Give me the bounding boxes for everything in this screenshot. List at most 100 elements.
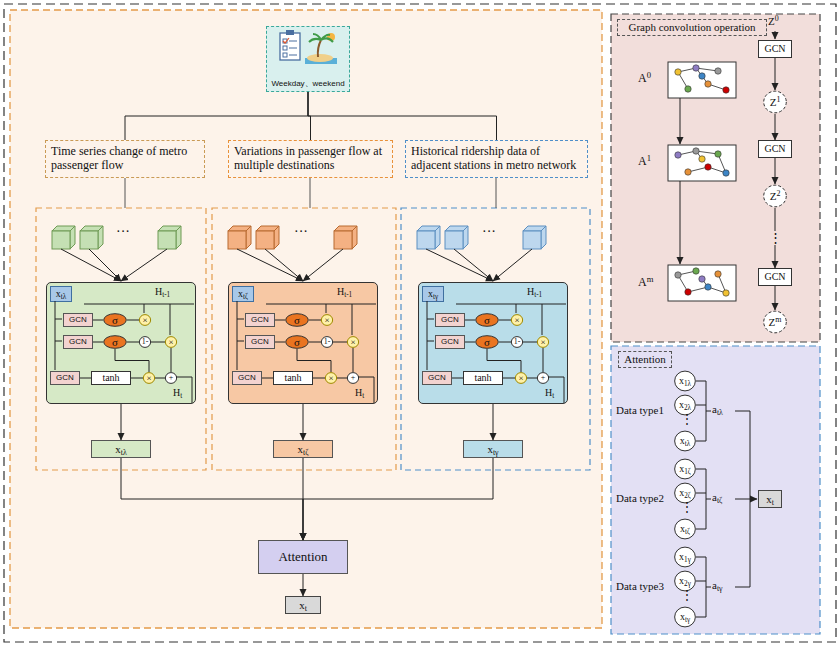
connector <box>115 349 149 372</box>
icon-box: Weekday、weekend <box>266 26 350 92</box>
gcn-box: GCN <box>63 313 93 327</box>
graph-vertex <box>715 151 721 157</box>
node-text: x1ζ <box>679 463 691 475</box>
multiply-circle: × <box>515 372 527 384</box>
outline-shape <box>321 315 332 326</box>
feature-circle: Z2 <box>763 184 787 208</box>
graph-vertex <box>715 68 721 74</box>
layout-stroke <box>427 301 428 370</box>
graph-vertex <box>693 148 699 154</box>
connector <box>775 58 776 90</box>
outline-shape <box>537 373 548 384</box>
layout-stroke <box>266 304 376 305</box>
outline-shape <box>347 337 358 348</box>
node-text: xtγ <box>487 443 498 456</box>
tanh-box: tanh <box>91 371 131 385</box>
layout-stroke <box>696 493 706 494</box>
graph-boxes <box>668 31 775 301</box>
node-text: GCN <box>441 337 459 346</box>
beach-icon <box>305 33 337 64</box>
node-text: x2λ <box>679 399 691 411</box>
outline-shape <box>104 336 127 349</box>
node-text: Attention <box>278 550 327 565</box>
diagram-label: ··· <box>116 224 130 240</box>
outline-shape <box>675 519 696 539</box>
connector <box>543 348 544 372</box>
diagram-label: Data type2 <box>616 492 664 505</box>
graph-vertex <box>699 276 705 282</box>
connector <box>775 114 776 140</box>
connector <box>487 349 521 372</box>
tanh-box: tanh <box>463 371 503 385</box>
node-text: × <box>540 337 545 347</box>
node-text: x1γ <box>679 551 691 563</box>
node-text: x2ζ <box>679 487 691 499</box>
data-cube <box>158 231 176 249</box>
result-box: xt <box>285 596 321 614</box>
node-text: σ <box>294 336 300 349</box>
node-text: Variations in passenger flow at multiple… <box>234 145 387 173</box>
data-cube <box>352 226 357 249</box>
data-cube <box>523 226 546 249</box>
node-text: Ht-1 <box>155 286 170 298</box>
column-box <box>212 208 396 470</box>
connector <box>527 378 537 379</box>
node-text: xtγ <box>428 288 438 300</box>
graph-vertex <box>685 86 691 92</box>
sigmoid-gate: σ <box>475 313 499 327</box>
diagram-label: ⋮ <box>681 501 693 515</box>
outline-shape <box>675 607 696 627</box>
node-text: × <box>328 373 333 383</box>
node-text: tanh <box>102 372 119 384</box>
tanh-box: tanh <box>273 371 313 385</box>
outline-shape <box>675 431 696 451</box>
outline-shape <box>286 314 309 327</box>
gcn-box: GCN <box>245 335 275 349</box>
node-text: GCN <box>441 315 459 324</box>
node-text: × <box>142 315 147 325</box>
gcn-box: GCN <box>435 313 465 327</box>
multiply-circle: × <box>325 372 337 384</box>
outline-shape <box>764 311 787 333</box>
header-box: Variations in passenger flow at multiple… <box>228 140 393 178</box>
outline-shape <box>321 337 332 348</box>
node-text: xtγ <box>680 611 690 623</box>
node-text: 1- <box>514 337 521 346</box>
header-box: Time series change of metro passenger fl… <box>45 140 205 178</box>
data-cube <box>52 226 75 249</box>
layout-stroke <box>84 304 194 305</box>
data-cube <box>80 226 103 249</box>
connector <box>499 342 511 343</box>
feature-circle: Z1 <box>763 90 787 114</box>
node-text: Z1 <box>770 96 781 109</box>
node-text: x2γ <box>679 575 691 587</box>
layout-stroke <box>61 249 121 281</box>
data-cube <box>228 226 251 249</box>
layout-stroke <box>735 411 750 412</box>
layout-stroke <box>237 319 244 320</box>
data-cube <box>80 231 98 249</box>
gcn-box: GCN <box>63 335 93 349</box>
node-text: xtζ <box>680 523 690 535</box>
connector <box>297 349 331 372</box>
data-cube <box>256 231 274 249</box>
gcn-box: GCN <box>758 268 792 286</box>
connector <box>309 320 321 321</box>
node-text: xtζ <box>298 443 309 456</box>
layout-stroke <box>55 341 62 342</box>
data-cube <box>158 226 181 249</box>
layout-stroke <box>706 499 711 500</box>
layout-stroke <box>542 304 543 335</box>
node-text: GCN <box>69 315 87 324</box>
node-text: xt <box>766 493 774 506</box>
layout-stroke <box>237 341 244 342</box>
diagram-label: A0 <box>638 72 651 86</box>
graph-vertex <box>685 289 691 295</box>
outline-shape <box>286 336 309 349</box>
layout-stroke <box>426 249 493 281</box>
node-text: Historical ridership data of adjacent st… <box>411 145 582 173</box>
connector <box>523 342 537 343</box>
layout-stroke <box>548 377 564 403</box>
